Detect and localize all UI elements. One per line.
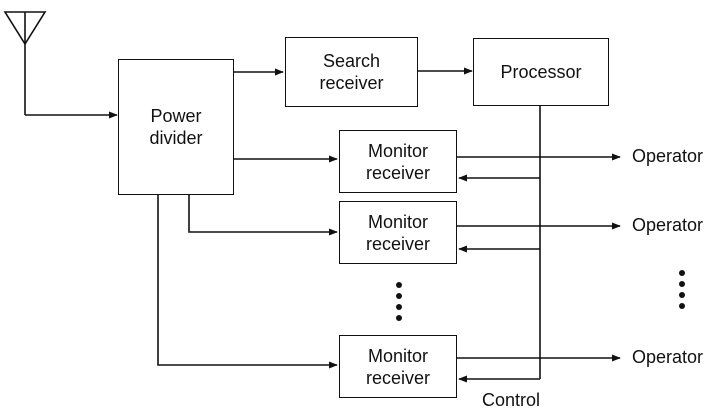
monitor-receiver-block-2: Monitor receiver xyxy=(339,201,457,264)
monitor-receiver-block-1: Monitor receiver xyxy=(339,130,457,193)
operator-label-2: Operator xyxy=(632,215,704,235)
power-divider-block: Power divider xyxy=(118,59,234,195)
processor-label: Processor xyxy=(500,62,582,82)
divider-to-monitor2-arrow xyxy=(188,195,338,236)
power-divider-label-line1: Power xyxy=(150,106,202,126)
search-receiver-label-line2: receiver xyxy=(319,73,384,93)
search-receiver-block: Search receiver xyxy=(285,37,418,107)
search-receiver-label-line1: Search xyxy=(322,51,381,71)
control-label: Control xyxy=(482,390,541,410)
operator-label-1: Operator xyxy=(632,146,704,166)
monitor-receiver-block-3: Monitor receiver xyxy=(339,335,457,398)
divider-to-monitor3-arrow xyxy=(157,195,338,369)
monitor-receiver-2-label-line2: receiver xyxy=(365,233,431,254)
processor-block: Processor xyxy=(473,38,609,106)
monitor-receiver-1-label-line2: receiver xyxy=(365,162,431,183)
monitor-receiver-1-label-line1: Monitor xyxy=(367,140,429,161)
monitor-receiver-3-label-line2: receiver xyxy=(365,367,431,388)
continuation-dots-receivers xyxy=(396,282,404,326)
operator-label-3: Operator xyxy=(632,347,704,367)
continuation-dots-operators xyxy=(679,270,687,314)
monitor-receiver-3-label-line1: Monitor xyxy=(367,345,429,366)
power-divider-label-line2: divider xyxy=(149,128,203,148)
monitor-receiver-2-label-line1: Monitor xyxy=(367,211,429,232)
